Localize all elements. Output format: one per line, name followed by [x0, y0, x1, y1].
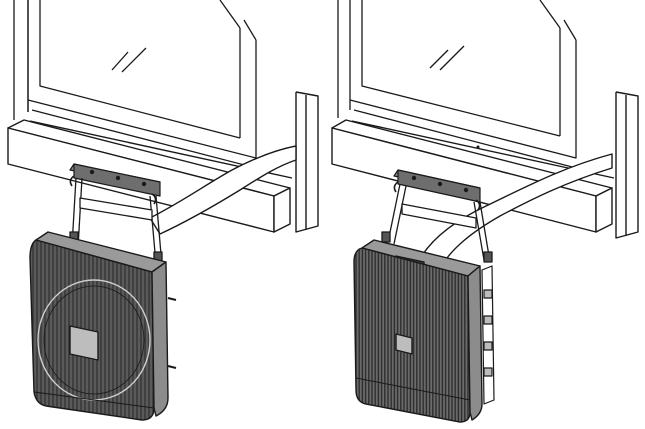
window-frame-right — [337, 0, 577, 169]
back-bracket-right — [481, 265, 495, 405]
hanging-bracket-left — [69, 163, 161, 197]
outdoor-unit-right — [353, 239, 495, 423]
straps-left — [69, 175, 163, 267]
right-panel — [331, 0, 639, 423]
straps-right — [381, 181, 493, 263]
outdoor-unit-left — [29, 231, 177, 421]
wall-edge-left — [295, 91, 319, 233]
window-sill-right — [331, 119, 615, 233]
duct-hose-left — [149, 145, 297, 235]
left-panel — [7, 0, 319, 421]
wall-edge-right — [615, 91, 639, 239]
